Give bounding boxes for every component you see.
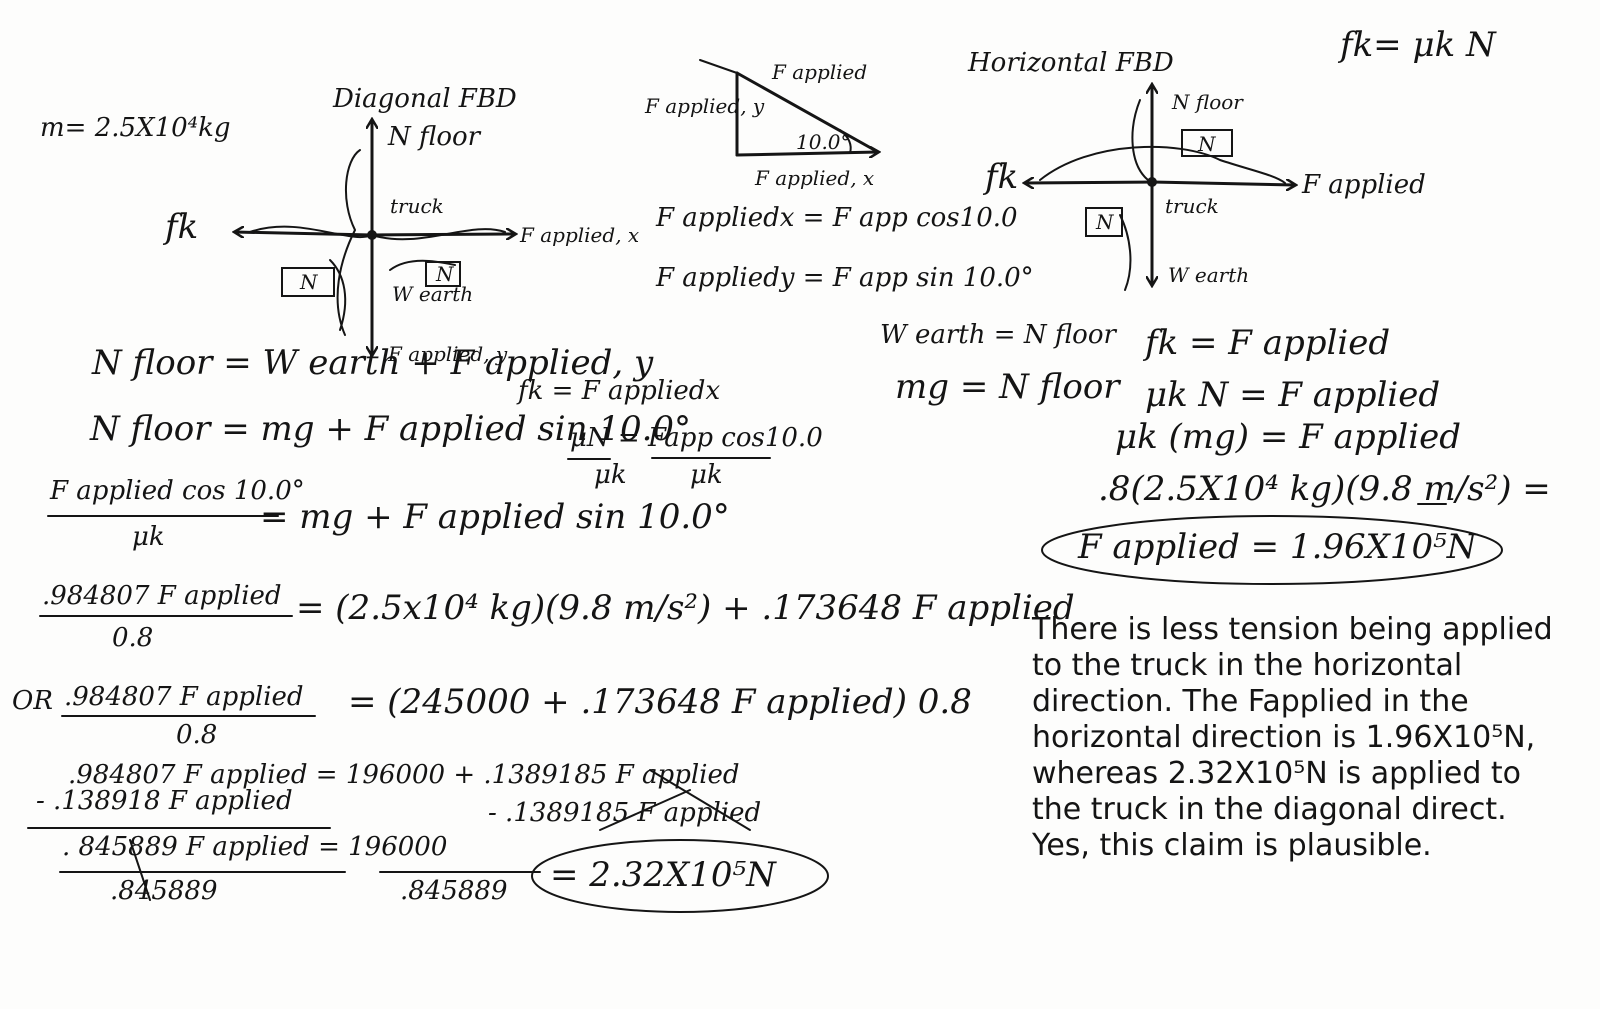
eq-fk-equals-fapplied: fk = F applied [1145, 323, 1391, 363]
frac3-num: F applied cos 10.0° [50, 476, 305, 506]
diagonal-fbd-arrows [235, 120, 515, 355]
triangle-f-applied-x-label: F applied, x [755, 166, 875, 190]
or-prefix: OR [12, 686, 53, 716]
work-left-strokes [27, 457, 829, 913]
triangle-eq-x: F appliedx = F app cos10.0 [656, 203, 1018, 233]
diagonal-truck-label: truck [390, 194, 444, 218]
eq-mg-equals-n: mg = N floor [895, 367, 1120, 407]
horizontal-w-earth-label: W earth [1168, 263, 1250, 287]
triangle-eq-y: F appliedy = F app sin 10.0° [656, 263, 1034, 293]
mass-value: m= 2.5X10⁴kg [40, 113, 231, 143]
diagonal-result: = 2.32X10⁵N [550, 855, 776, 895]
eq-w-equals-n: W earth = N floor [880, 320, 1116, 350]
eq-substitution: .8(2.5X10⁴ kg)(9.8 m/s²) = [1098, 469, 1551, 509]
eq-mu-k-den-b: μk [690, 460, 723, 490]
eq-mu-mg-fapplied: μk (mg) = F applied [1115, 417, 1461, 457]
frac5-num: .984807 F applied [64, 682, 304, 712]
eq7-den-left: .845889 [110, 876, 218, 906]
frac5-den: 0.8 [176, 720, 218, 750]
eq7-den-right: .845889 [400, 876, 508, 906]
work-right-strokes [1041, 503, 1503, 585]
triangle-f-applied-y-label: F applied, y [645, 94, 765, 118]
frac4-rhs: = (2.5x10⁴ kg)(9.8 m/s²) + .173648 F app… [296, 588, 1075, 628]
eq-fk-equals-fx: fk = F appliedx [518, 376, 721, 406]
horizontal-result: F applied = 1.96X10⁵N [1078, 527, 1477, 567]
eq7-main: . 845889 F applied = 196000 [62, 832, 448, 862]
eq6-main: .984807 F applied = 196000 + .1389185 F … [68, 760, 740, 790]
diagonal-n-box-right: N [436, 262, 454, 286]
eq-mu-k-den-a: μk [594, 460, 627, 490]
conclusion-paragraph: There is less tension being applied to t… [1032, 612, 1553, 863]
diagonal-f-applied-y-label: F applied, y [388, 342, 508, 366]
frac5-rhs: = (245000 + .173648 F applied) 0.8 [348, 682, 972, 722]
eq-n-floor-sum: N floor = W earth + F applied, y [92, 343, 654, 383]
horizontal-f-applied-label: F applied [1302, 170, 1426, 200]
frac4-num: .984807 F applied [42, 581, 282, 611]
horizontal-n-box-left: N [1096, 210, 1114, 234]
horizontal-fbd-arrows [1025, 85, 1295, 291]
diagonal-fk-label: fk [165, 207, 199, 247]
horizontal-fbd-title: Horizontal FBD [968, 48, 1174, 78]
triangle-f-applied-label: F applied [772, 60, 868, 84]
friction-formula: fk= μk N [1340, 25, 1496, 65]
horizontal-truck-label: truck [1165, 194, 1219, 218]
horizontal-n-box-top: N [1198, 132, 1216, 156]
frac3-den: μk [132, 522, 165, 552]
frac4-den: 0.8 [112, 623, 154, 653]
diagonal-f-applied-x-label: F applied, x [520, 223, 640, 247]
eq6-subtract-right: - .1389185 F applied [488, 798, 762, 828]
component-triangle [699, 59, 878, 155]
frac3-rhs: = mg + F applied sin 10.0° [260, 497, 730, 537]
horizontal-fk-label: fk [985, 157, 1019, 197]
diagonal-n-box-left: N [300, 270, 318, 294]
diagonal-n-floor-label: N floor [388, 122, 481, 152]
eq-mu-n: μN = Fapp cos10.0 [570, 423, 823, 453]
eq-n-floor-mg: N floor = mg + F applied sin 10.0° [90, 409, 692, 449]
horizontal-n-floor-label: N floor [1172, 90, 1243, 114]
eq-mu-n-fapplied: μk N = F applied [1145, 375, 1441, 415]
eq6-subtract-left: - .138918 F applied [36, 786, 293, 816]
triangle-angle-label: 10.0° [796, 130, 851, 154]
diagonal-fbd-title: Diagonal FBD [333, 84, 517, 114]
diagonal-w-earth-label: W earth [392, 282, 474, 306]
